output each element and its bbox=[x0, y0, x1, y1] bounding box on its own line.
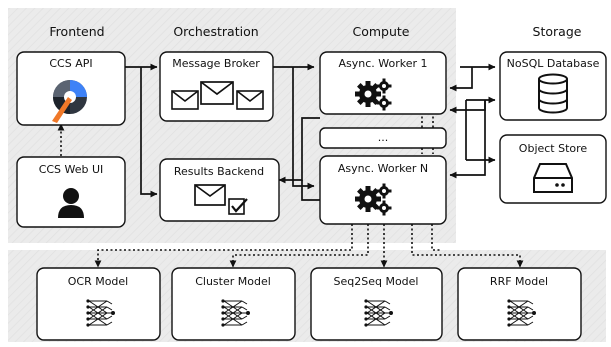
async-worker-1-node: Async. Worker 1 bbox=[319, 51, 447, 115]
ocr-model-node: OCR Model bbox=[36, 267, 161, 341]
header-orchestration: Orchestration bbox=[173, 24, 258, 39]
ccs-web-ui-node: CCS Web UI bbox=[16, 156, 126, 228]
cluster-model-label: Cluster Model bbox=[195, 275, 271, 288]
cluster-model-node: Cluster Model bbox=[171, 267, 296, 341]
header-frontend: Frontend bbox=[49, 24, 104, 39]
rrf-model-label: RRF Model bbox=[490, 275, 548, 288]
ccs-web-ui-label: CCS Web UI bbox=[39, 163, 104, 176]
worker-ellipsis-node: ... bbox=[319, 127, 447, 149]
ccs-api-node: CCS API bbox=[16, 51, 126, 126]
gears-icon bbox=[355, 183, 392, 216]
header-storage: Storage bbox=[533, 24, 582, 39]
object-store-label: Object Store bbox=[519, 142, 588, 155]
nosql-database-node: NoSQL Database bbox=[499, 51, 607, 121]
hard-drive-icon bbox=[533, 163, 573, 193]
connections bbox=[57, 63, 524, 268]
nosql-database-label: NoSQL Database bbox=[507, 57, 600, 70]
header-compute: Compute bbox=[352, 24, 409, 39]
worker-ellipsis-label: ... bbox=[378, 131, 389, 144]
seq2seq-model-node: Seq2Seq Model bbox=[310, 267, 443, 341]
message-broker-node: Message Broker bbox=[159, 51, 274, 122]
user-icon bbox=[58, 188, 84, 218]
rrf-model-node: RRF Model bbox=[457, 267, 582, 341]
ccs-api-label: CCS API bbox=[49, 57, 92, 70]
results-backend-node: Results Backend bbox=[159, 158, 280, 222]
object-store-node: Object Store bbox=[499, 134, 607, 204]
message-broker-label: Message Broker bbox=[172, 57, 260, 70]
aperture-logo-icon bbox=[52, 80, 87, 123]
ocr-model-label: OCR Model bbox=[68, 275, 129, 288]
async-worker-n-label: Async. Worker N bbox=[338, 162, 428, 175]
neural-network-icon bbox=[221, 299, 250, 327]
async-worker-1-label: Async. Worker 1 bbox=[338, 57, 427, 70]
neural-network-icon bbox=[364, 299, 393, 327]
neural-network-icon bbox=[86, 299, 115, 327]
seq2seq-model-label: Seq2Seq Model bbox=[334, 275, 419, 288]
database-icon bbox=[538, 73, 568, 114]
envelopes-icon bbox=[171, 81, 264, 110]
results-backend-label: Results Backend bbox=[174, 165, 264, 178]
gears-icon bbox=[355, 78, 392, 111]
neural-network-icon bbox=[507, 299, 536, 327]
async-worker-n-node: Async. Worker N bbox=[319, 155, 447, 225]
envelope-check-icon bbox=[194, 184, 248, 215]
